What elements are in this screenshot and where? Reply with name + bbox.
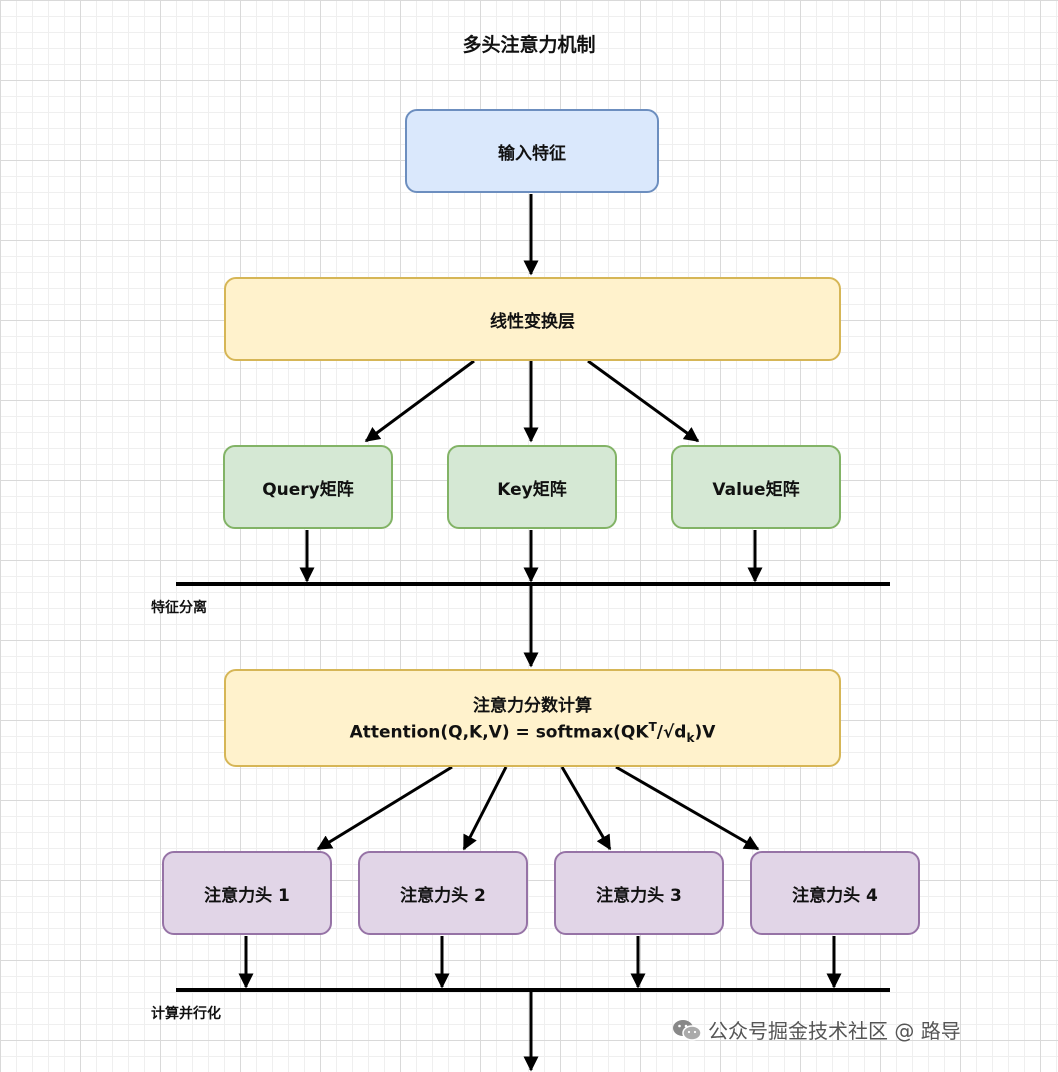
feature-split-label: 特征分离 — [151, 600, 207, 616]
attention-head-1-node[interactable]: 注意力头 1 — [162, 851, 332, 935]
input-features-node[interactable]: 输入特征 — [405, 109, 659, 193]
query-matrix-label: Query矩阵 — [262, 479, 354, 500]
attention-head-4-node[interactable]: 注意力头 4 — [750, 851, 920, 935]
query-matrix-node[interactable]: Query矩阵 — [223, 445, 393, 529]
linear-layer-node[interactable]: 线性变换层 — [224, 277, 841, 361]
arrow-score-to-head-1 — [316, 765, 453, 851]
arrow-linear-to-value — [587, 359, 700, 443]
arrow-score-to-head-2 — [462, 766, 508, 851]
watermark: 公众号掘金技术社区 @ 路导 — [672, 1015, 961, 1044]
arrow-score-to-head-3 — [560, 766, 612, 851]
compute-parallel-label: 计算并行化 — [151, 1006, 221, 1022]
attention-head-1-label: 注意力头 1 — [204, 885, 290, 906]
key-matrix-node[interactable]: Key矩阵 — [447, 445, 617, 529]
attention-formula: Attention(Q,K,V) = softmax(QKT/√dk)V — [349, 719, 716, 746]
watermark-text: 公众号掘金技术社区 @ 路导 — [708, 1019, 961, 1043]
attention-head-2-label: 注意力头 2 — [400, 885, 486, 906]
value-matrix-node[interactable]: Value矩阵 — [671, 445, 841, 529]
arrow-linear-to-query — [364, 359, 475, 443]
wechat-icon — [673, 1019, 702, 1041]
attention-score-title: 注意力分数计算 — [473, 695, 592, 716]
linear-layer-label: 线性变换层 — [490, 311, 575, 332]
attention-head-3-node[interactable]: 注意力头 3 — [554, 851, 724, 935]
diagram-title: 多头注意力机制 — [462, 34, 596, 56]
arrow-score-to-head-4 — [615, 765, 760, 851]
attention-score-node[interactable]: 注意力分数计算 Attention(Q,K,V) = softmax(QKT/√… — [224, 669, 841, 767]
attention-head-2-node[interactable]: 注意力头 2 — [358, 851, 528, 935]
input-features-label: 输入特征 — [498, 143, 566, 164]
key-matrix-label: Key矩阵 — [497, 479, 567, 500]
attention-head-4-label: 注意力头 4 — [792, 885, 878, 906]
attention-head-3-label: 注意力头 3 — [596, 885, 682, 906]
value-matrix-label: Value矩阵 — [712, 479, 800, 500]
